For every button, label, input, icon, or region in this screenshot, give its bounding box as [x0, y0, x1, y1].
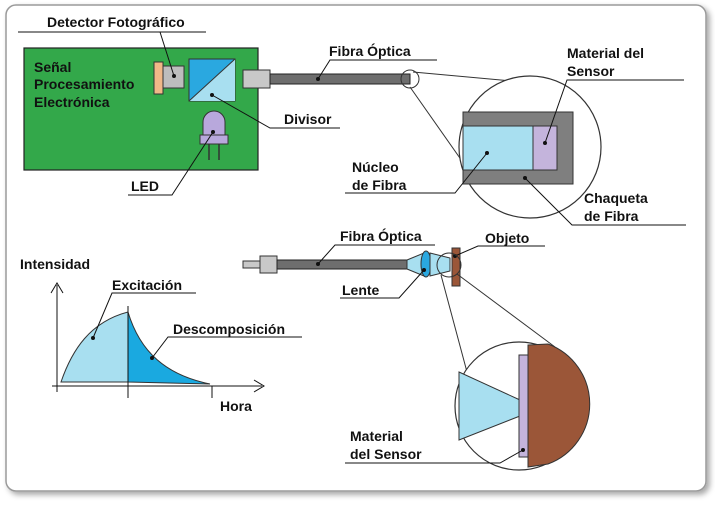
jacket-label-line1: Chaqueta	[584, 190, 648, 206]
graph-xlabel: Hora	[220, 398, 252, 414]
optical-fiber-top	[269, 73, 411, 85]
graph-ylabel: Intensidad	[20, 256, 90, 272]
fiber-connector-bottom	[259, 255, 278, 274]
excitation-label: Excitación	[112, 277, 182, 293]
zoom-source-bottom	[436, 252, 462, 278]
sensor-material-bottom-detail	[518, 354, 529, 458]
decay-area	[127, 311, 211, 385]
lens-leader	[340, 269, 425, 299]
core-label-line1: Núcleo	[352, 159, 399, 175]
led-body	[202, 110, 226, 136]
object-detail	[527, 343, 591, 468]
zoom-line-bottom-b	[456, 273, 556, 348]
sensor-material-top-detail	[532, 125, 558, 171]
light-cone-out	[429, 252, 451, 277]
led-base	[199, 134, 229, 145]
fiber-top-leader	[317, 59, 437, 80]
decay-label: Descomposición	[173, 321, 285, 337]
optical-fiber-bottom	[276, 259, 408, 270]
board-label-line3: Electrónica	[34, 94, 110, 110]
lens-label: Lente	[342, 282, 380, 298]
fiber-bottom-label: Fibra Óptica	[340, 227, 422, 244]
object-leader	[454, 245, 545, 257]
divisor-leader	[211, 94, 340, 129]
core-leader	[345, 152, 488, 194]
excitation-leader	[92, 292, 196, 339]
material-top-label-line1: Material del	[567, 45, 644, 61]
object-label: Objeto	[485, 230, 529, 246]
zoom-source-top	[400, 69, 420, 89]
core-label-line2: de Fibra	[352, 177, 407, 193]
object	[451, 247, 461, 287]
material-bottom-label-line1: Material	[350, 428, 403, 444]
board-label-line1: Señal	[34, 59, 71, 75]
fiber-tail-bottom	[242, 260, 262, 269]
fiber-top-label: Fibra Óptica	[329, 42, 411, 59]
jacket-label-line2: de Fibra	[584, 208, 639, 224]
divisor-label: Divisor	[284, 111, 332, 127]
decay-leader	[151, 336, 302, 359]
beam-splitter-diagonal	[188, 58, 236, 102]
x-axis-arrow	[253, 379, 265, 393]
fiber-core-detail	[462, 125, 534, 171]
board-label-line2: Procesamiento	[34, 76, 134, 92]
material-top-label-line2: Sensor	[567, 63, 615, 79]
detector-label: Detector Fotográfico	[47, 14, 185, 30]
zoom-line-bottom-a	[440, 274, 468, 373]
material-top-leader	[544, 79, 684, 144]
detector-leader	[159, 31, 175, 77]
detector-lens	[153, 61, 164, 95]
material-bottom-leader	[345, 449, 524, 464]
fiber-connector-top	[242, 69, 271, 89]
jacket-leader	[524, 177, 686, 226]
y-axis-arrow	[50, 282, 64, 294]
material-bottom-label-line2: del Sensor	[350, 446, 422, 462]
led-label: LED	[131, 178, 159, 194]
fiber-bottom-leader	[317, 244, 435, 265]
led-leader	[128, 131, 214, 196]
